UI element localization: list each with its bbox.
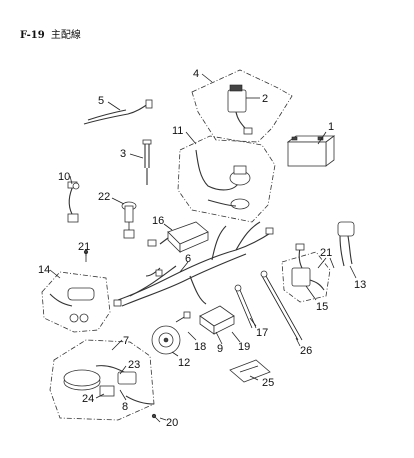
callout-13: 13	[354, 279, 366, 291]
callout-17: 17	[256, 327, 268, 339]
callout-22: 22	[98, 191, 110, 203]
callout-6: 6	[185, 253, 191, 265]
leader-1	[317, 131, 327, 145]
callout-21b: 21	[320, 247, 332, 259]
relay-box-part	[227, 84, 253, 135]
main-wire-harness	[113, 221, 274, 307]
figure-code: F-19	[20, 30, 45, 41]
leader-10	[69, 175, 73, 185]
callout-10: 10	[58, 171, 70, 183]
leader-22	[111, 197, 125, 205]
leader-23	[119, 365, 127, 375]
starter-relay-part	[195, 149, 251, 210]
leader-6	[179, 261, 189, 273]
cap-part-22	[121, 201, 137, 239]
callout-26: 26	[300, 345, 312, 357]
callout-25: 25	[262, 377, 274, 389]
leader-7	[111, 339, 123, 351]
rod-part-26	[260, 270, 303, 341]
leader-15	[305, 285, 317, 301]
leader-12	[171, 351, 179, 357]
coil-part-7	[63, 365, 155, 405]
callout-1: 1	[328, 121, 334, 133]
group-outline-14	[41, 271, 111, 333]
callout-2: 2	[262, 93, 268, 105]
horn-part	[151, 311, 191, 355]
callout-20: 20	[166, 417, 178, 429]
leader-26	[295, 337, 301, 347]
leader-4	[201, 73, 213, 83]
leader-5	[107, 101, 121, 111]
leader-18	[187, 331, 197, 341]
callout-9: 9	[217, 343, 223, 355]
leader-9	[215, 331, 223, 345]
leader-14	[49, 269, 61, 279]
leader-24	[95, 393, 105, 399]
callout-23: 23	[128, 359, 140, 371]
group-outline-4	[191, 69, 293, 143]
regulator-part-9	[199, 305, 235, 335]
fuse-lead-part	[142, 139, 152, 185]
callout-21a: 21	[78, 241, 90, 253]
leader-25	[249, 375, 259, 381]
callout-19: 19	[238, 341, 250, 353]
callout-12: 12	[178, 357, 190, 369]
sensor-part-10	[67, 181, 80, 223]
lead-wire-5	[83, 99, 153, 125]
callout-24: 24	[82, 393, 94, 405]
callout-3: 3	[120, 148, 126, 160]
rod-part-17	[234, 284, 257, 329]
leader-11	[185, 131, 197, 145]
callout-18: 18	[194, 341, 206, 353]
leader-20	[159, 417, 167, 421]
callout-14: 14	[38, 264, 50, 276]
callout-4: 4	[193, 68, 199, 80]
callout-7: 7	[123, 335, 129, 347]
switch-part-13	[337, 221, 355, 267]
leader-3	[129, 153, 144, 159]
cdi-unit-part	[147, 221, 209, 253]
group-outline-11	[177, 135, 276, 223]
leader-19	[231, 331, 241, 343]
callout-5: 5	[98, 95, 104, 107]
callout-15: 15	[316, 301, 328, 313]
handle-switch-part	[291, 243, 325, 291]
leader-8	[119, 389, 127, 401]
screw-part-20	[151, 413, 161, 423]
callout-8: 8	[122, 401, 128, 413]
callout-16: 16	[152, 215, 164, 227]
leader-17	[249, 317, 257, 327]
bracket-part	[49, 287, 95, 323]
leader-21b	[317, 257, 335, 269]
leader-13	[349, 265, 357, 279]
group-outline-15	[281, 251, 331, 303]
figure-header: F-19 主配線	[20, 26, 81, 41]
figure-title: 主配線	[50, 30, 81, 41]
battery-part	[286, 135, 336, 167]
plate-part-25	[229, 359, 271, 383]
leader-16	[163, 223, 173, 231]
callout-11: 11	[172, 125, 183, 137]
